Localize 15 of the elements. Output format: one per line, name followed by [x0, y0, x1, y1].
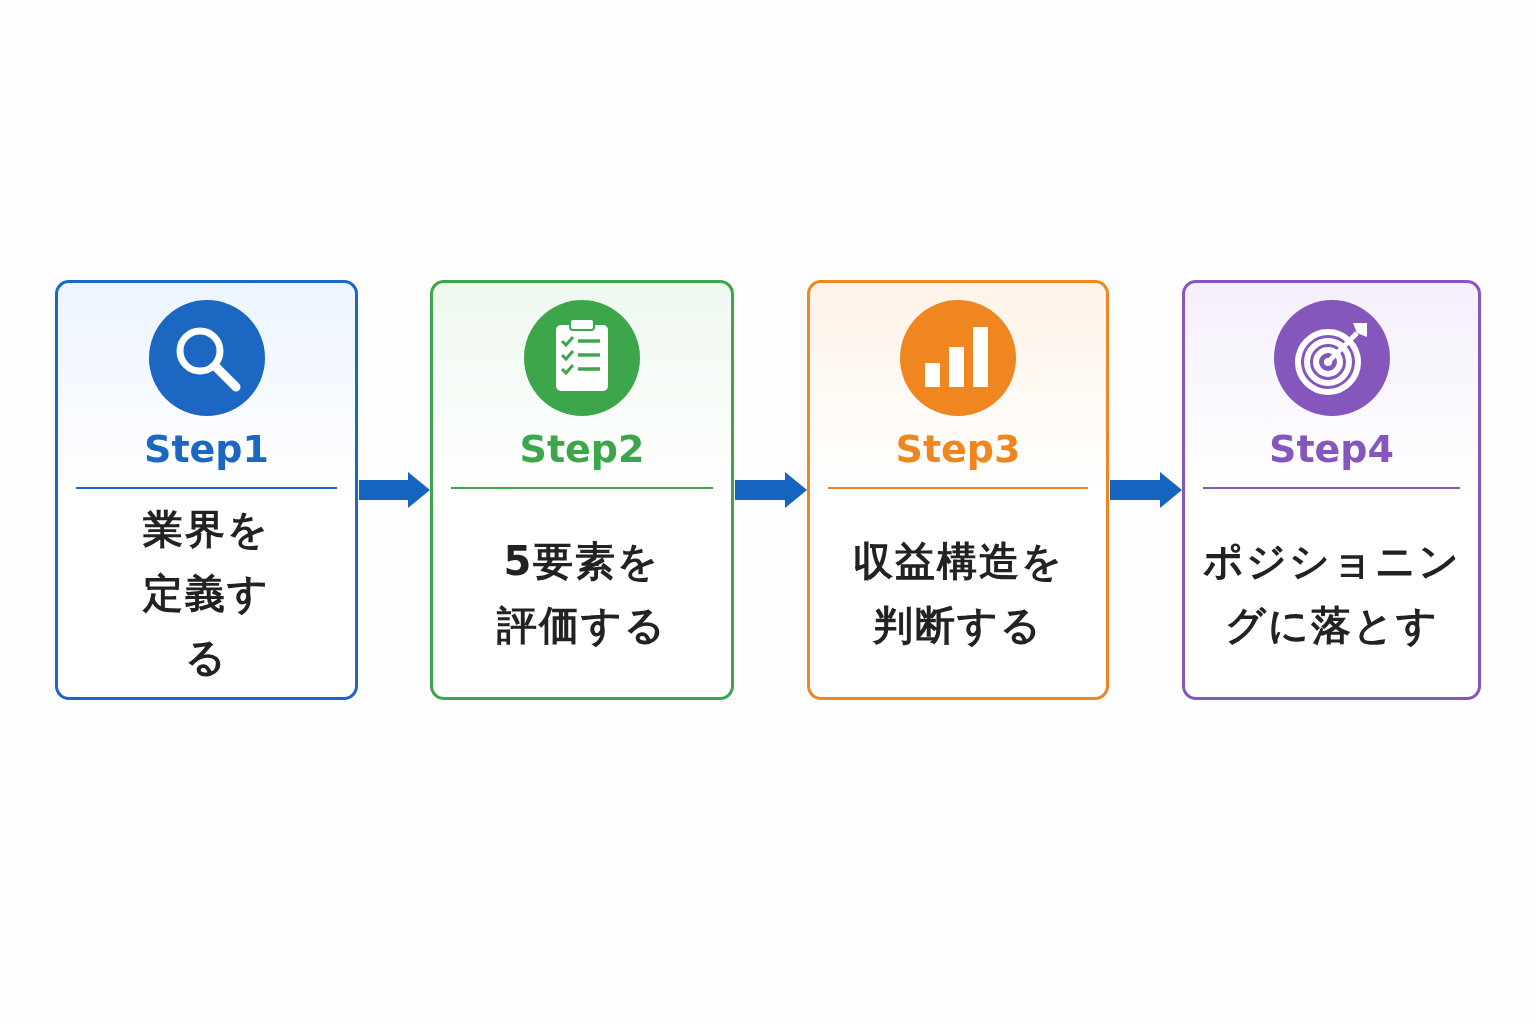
- step-label: Step4: [1269, 426, 1394, 472]
- step-description: 収益構造を判断する: [852, 537, 1064, 650]
- step-card: [807, 280, 1109, 700]
- step-card: [430, 280, 734, 700]
- arrow: [1110, 472, 1182, 508]
- step-label: Step3: [895, 426, 1021, 472]
- step-label: Step1: [144, 426, 269, 472]
- step-description: 業界を定義する: [141, 505, 271, 682]
- step-card: [55, 280, 358, 700]
- step-description: ポジショニングに落とす: [1201, 537, 1462, 650]
- step-label: Step2: [519, 426, 645, 472]
- arrow: [359, 472, 430, 508]
- arrow: [735, 472, 807, 508]
- step-description: 5要素を評価する: [495, 537, 668, 650]
- step-card: [1182, 280, 1481, 700]
